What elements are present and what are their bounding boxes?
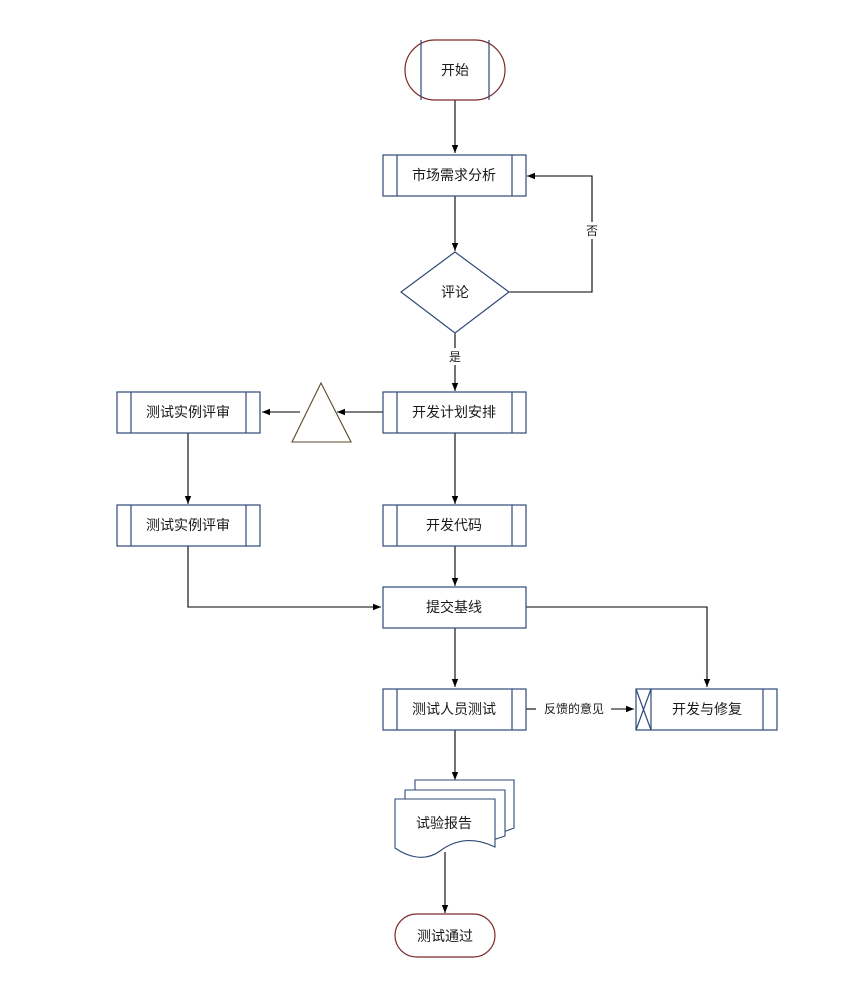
node-test-case-review-2-label: 测试实例评审 <box>146 518 230 534</box>
node-test-report-label: 试验报告 <box>416 816 472 832</box>
node-submit-baseline: 提交基线 <box>382 586 527 629</box>
node-review-decision: 评论 <box>399 251 511 334</box>
node-test-case-review-1-label: 测试实例评审 <box>146 405 230 421</box>
node-market-analysis-label: 市场需求分析 <box>412 167 496 184</box>
edge-label-feedback: 反馈的意见 <box>544 701 604 716</box>
node-test-passed: 测试通过 <box>394 913 496 958</box>
node-test-passed-label: 测试通过 <box>417 929 473 945</box>
node-test-report: 试验报告 <box>394 779 515 858</box>
node-market-analysis: 市场需求分析 <box>382 154 527 197</box>
edge-label-yes: 是 <box>449 350 461 364</box>
node-tester-testing-label: 测试人员测试 <box>412 702 496 718</box>
node-dev-fix: 开发与修复 <box>635 688 778 731</box>
triangle-symbol <box>291 381 352 443</box>
node-test-case-review-1: 测试实例评审 <box>116 391 261 434</box>
edge-case-review-2-to-baseline <box>187 546 381 611</box>
node-dev-plan: 开发计划安排 <box>382 391 527 434</box>
node-dev-fix-label: 开发与修复 <box>672 701 742 718</box>
node-dev-plan-label: 开发计划安排 <box>412 405 496 421</box>
node-tester-testing: 测试人员测试 <box>382 688 527 731</box>
node-start-label: 开始 <box>441 63 469 79</box>
edge-baseline-to-dev-fix <box>526 606 711 687</box>
node-start: 开始 <box>404 39 506 101</box>
node-test-case-review-2: 测试实例评审 <box>116 504 261 547</box>
edge-label-no: 否 <box>586 224 598 238</box>
node-submit-baseline-label: 提交基线 <box>426 599 482 616</box>
node-review-decision-label: 评论 <box>441 285 469 301</box>
edge-labels: 否 是 反馈的意见 <box>447 222 604 716</box>
node-dev-code-label: 开发代码 <box>426 518 482 534</box>
node-dev-code: 开发代码 <box>382 504 527 547</box>
